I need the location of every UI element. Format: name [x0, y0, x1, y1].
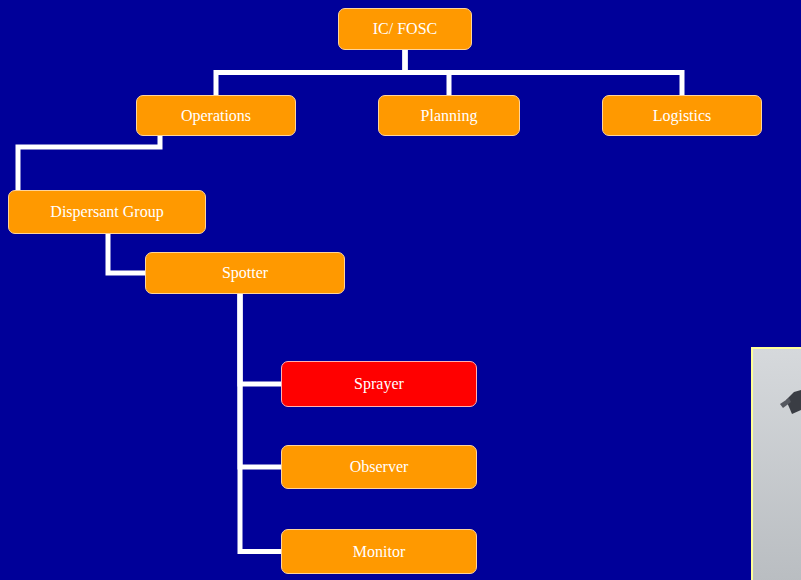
role-label: Sprayer [354, 374, 404, 393]
aircraft-body [780, 398, 791, 408]
role-box: Planning [378, 95, 520, 136]
role-box: Logistics [602, 95, 762, 136]
role-label: Spotter [222, 263, 268, 282]
role-box: Spotter [145, 252, 345, 294]
role-box: IC/ FOSC [338, 8, 472, 50]
role-label: Monitor [353, 542, 405, 561]
org-connector [240, 294, 281, 552]
role-box: Observer [281, 445, 477, 489]
org-connector [108, 234, 145, 273]
org-connector [240, 294, 281, 467]
org-connector [240, 294, 281, 384]
role-box: Monitor [281, 529, 477, 574]
org-connector [405, 50, 682, 95]
org-connector [18, 136, 160, 190]
role-label: Planning [421, 106, 478, 125]
org-connector [216, 50, 405, 95]
role-box: Dispersant Group [8, 190, 206, 234]
role-label: IC/ FOSC [373, 19, 437, 38]
role-box: Operations [136, 95, 296, 136]
role-label: Dispersant Group [50, 202, 163, 221]
role-label: Logistics [653, 106, 712, 125]
photo-frame [752, 348, 801, 580]
role-label: Operations [181, 106, 251, 125]
highlighted-role-box: Sprayer [281, 361, 477, 407]
role-label: Observer [350, 457, 409, 476]
